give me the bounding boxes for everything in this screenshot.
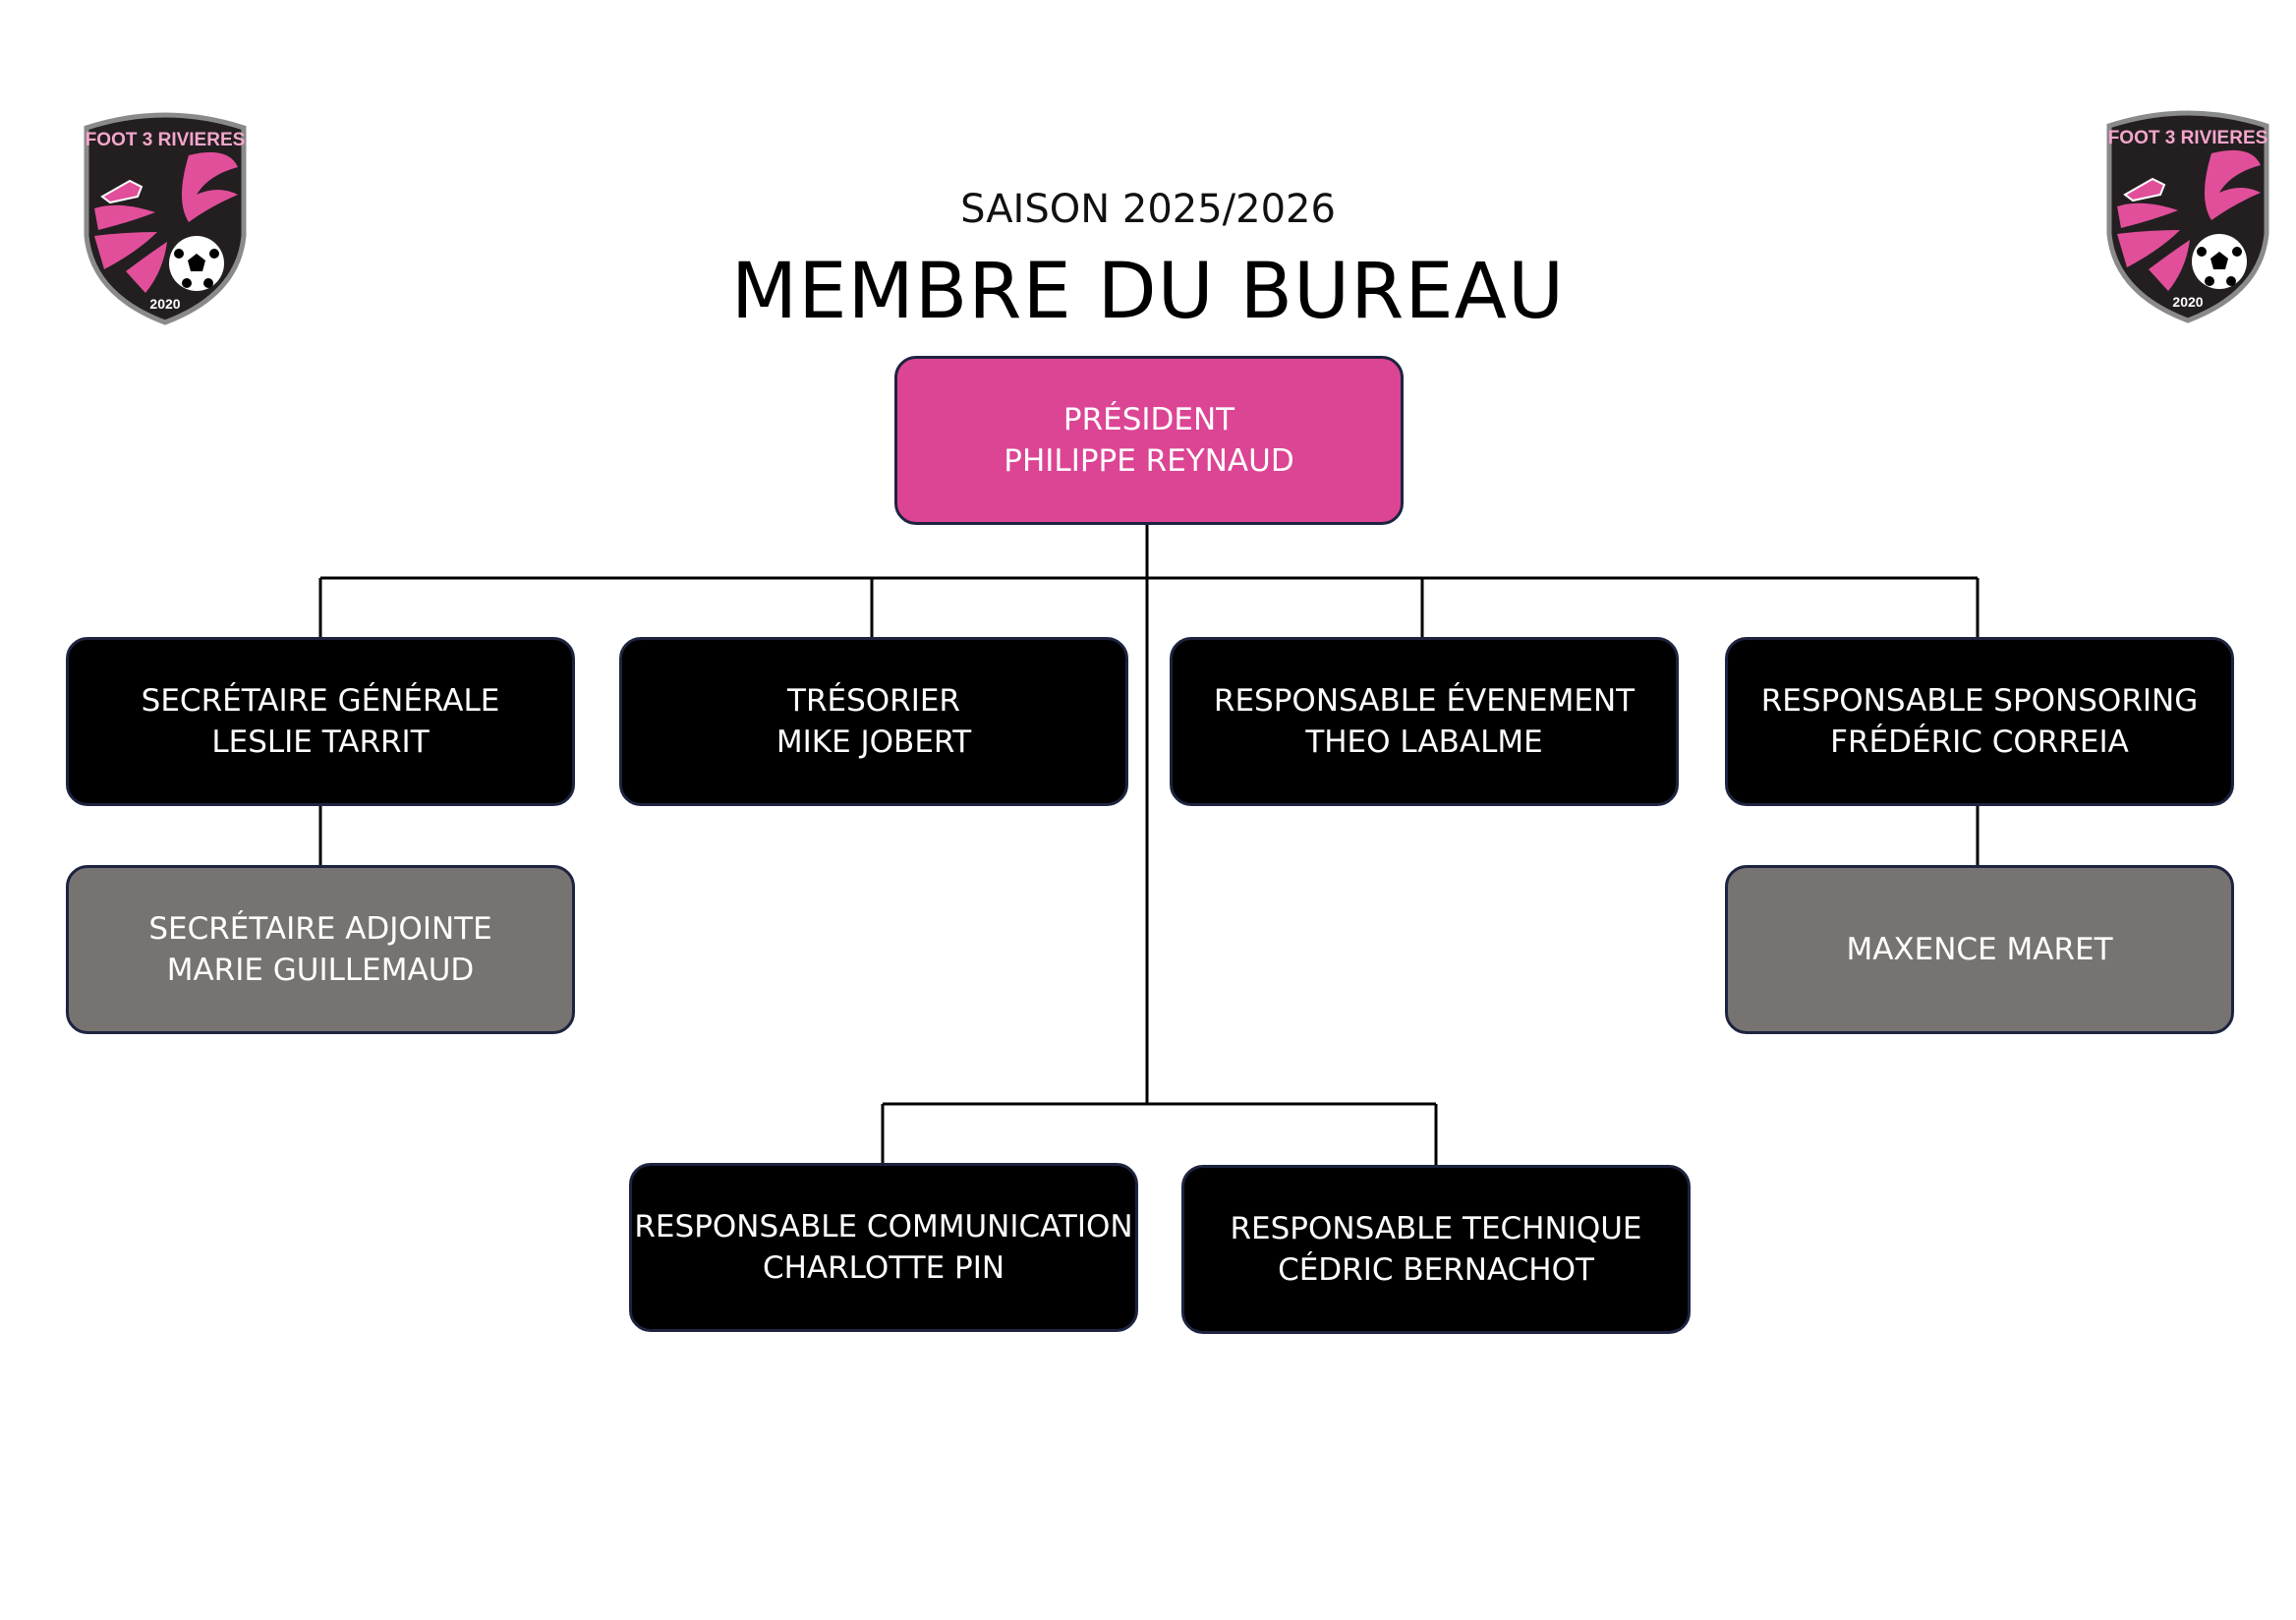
sponsoring-role: RESPONSABLE SPONSORING bbox=[1760, 683, 2199, 719]
technical-role: RESPONSABLE TECHNIQUE bbox=[1230, 1211, 1642, 1246]
box-technical: RESPONSABLE TECHNIQUE CÉDRIC BERNACHOT bbox=[1181, 1165, 1691, 1334]
deputy-secretary-role: SECRÉTAIRE ADJOINTE bbox=[148, 911, 492, 947]
svg-text:2020: 2020 bbox=[149, 296, 180, 312]
sponsoring-name: FRÉDÉRIC CORREIA bbox=[1830, 724, 2129, 760]
box-president: PRÉSIDENT PHILIPPE REYNAUD bbox=[894, 356, 1404, 525]
deputy-secretary-name: MARIE GUILLEMAUD bbox=[166, 953, 475, 988]
treasurer-role: TRÉSORIER bbox=[787, 683, 960, 719]
secretary-name: LESLIE TARRIT bbox=[211, 724, 430, 760]
box-treasurer: TRÉSORIER MIKE JOBERT bbox=[619, 637, 1128, 806]
communication-name: CHARLOTTE PIN bbox=[762, 1250, 1005, 1286]
box-sponsoring: RESPONSABLE SPONSORING FRÉDÉRIC CORREIA bbox=[1725, 637, 2234, 806]
president-role: PRÉSIDENT bbox=[1062, 402, 1235, 437]
box-communication: RESPONSABLE COMMUNICATION CHARLOTTE PIN bbox=[629, 1163, 1138, 1332]
svg-text:2020: 2020 bbox=[2172, 294, 2203, 310]
box-secretary-general: SECRÉTAIRE GÉNÉRALE LESLIE TARRIT bbox=[66, 637, 575, 806]
treasurer-name: MIKE JOBERT bbox=[775, 724, 972, 760]
club-logo-left: FOOT 3 RIVIERES 2020 bbox=[81, 106, 250, 326]
season-label: SAISON 2025/2026 bbox=[960, 187, 1336, 232]
box-sponsoring-deputy: MAXENCE MARET bbox=[1725, 865, 2234, 1034]
communication-role: RESPONSABLE COMMUNICATION bbox=[634, 1209, 1133, 1244]
technical-name: CÉDRIC BERNACHOT bbox=[1278, 1252, 1594, 1288]
club-logo-right: FOOT 3 RIVIERES 2020 bbox=[2103, 104, 2272, 324]
svg-text:FOOT 3 RIVIERES: FOOT 3 RIVIERES bbox=[86, 130, 246, 150]
page-title: MEMBRE DU BUREAU bbox=[730, 248, 1566, 336]
events-role: RESPONSABLE ÉVENEMENT bbox=[1213, 683, 1636, 719]
secretary-role: SECRÉTAIRE GÉNÉRALE bbox=[141, 683, 500, 719]
events-name: THEO LABALME bbox=[1305, 724, 1543, 760]
box-events: RESPONSABLE ÉVENEMENT THEO LABALME bbox=[1170, 637, 1679, 806]
svg-text:FOOT 3 RIVIERES: FOOT 3 RIVIERES bbox=[2108, 128, 2268, 148]
sponsoring-deputy-name: MAXENCE MARET bbox=[1846, 932, 2113, 967]
box-deputy-secretary: SECRÉTAIRE ADJOINTE MARIE GUILLEMAUD bbox=[66, 865, 575, 1034]
president-name: PHILIPPE REYNAUD bbox=[1004, 443, 1294, 479]
